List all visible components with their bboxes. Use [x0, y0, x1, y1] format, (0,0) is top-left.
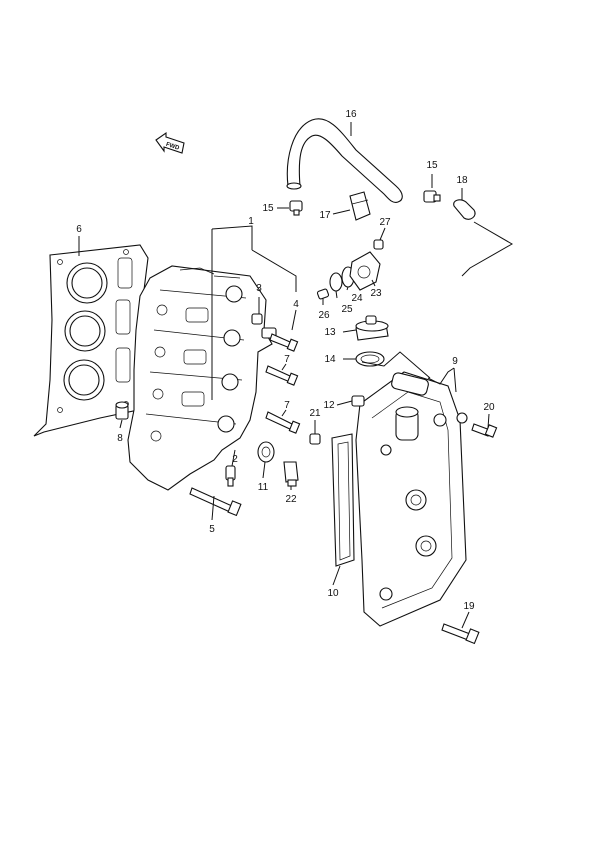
water-hose [286, 118, 403, 203]
callout-18: 18 [456, 175, 468, 186]
callout-15b: 15 [426, 160, 438, 171]
hose-fittings [289, 190, 476, 221]
callout-20: 20 [483, 402, 495, 413]
callout-23: 23 [370, 288, 382, 299]
callout-1: 1 [248, 216, 254, 227]
callout-27: 27 [379, 217, 391, 228]
callout-16: 16 [345, 109, 357, 120]
cover-gasket [331, 433, 355, 567]
callout-2: 2 [232, 454, 238, 465]
callout-26: 26 [318, 310, 330, 321]
callout-19: 19 [463, 601, 475, 612]
cylinder-head [127, 265, 273, 491]
callout-5: 5 [209, 524, 215, 535]
callout-24: 24 [351, 293, 363, 304]
callout-9: 9 [452, 356, 458, 367]
callout-3: 3 [256, 283, 262, 294]
callout-labels: 1 2 3 4 5 6 7 7 8 9 10 11 12 13 14 15 15… [76, 109, 495, 612]
callout-10: 10 [327, 588, 339, 599]
fwd-arrow: FWD [155, 131, 185, 154]
leader-lines [78, 122, 514, 629]
callout-6: 6 [76, 224, 82, 235]
cover-bolts [351, 395, 498, 645]
callout-4: 4 [293, 299, 299, 310]
callout-22: 22 [285, 494, 297, 505]
cylinder-head-cover [355, 371, 468, 627]
fwd-label: FWD [165, 142, 180, 152]
callout-7a: 7 [284, 354, 290, 365]
callout-7b: 7 [284, 400, 290, 411]
callout-14: 14 [324, 354, 336, 365]
callout-13: 13 [324, 327, 336, 338]
callout-12: 12 [323, 400, 335, 411]
callout-11: 11 [258, 482, 269, 493]
dowel-pin [115, 401, 129, 420]
callout-8: 8 [117, 433, 123, 444]
callout-21: 21 [309, 408, 321, 419]
callout-25: 25 [341, 304, 353, 315]
bolts [189, 333, 321, 517]
callout-15a: 15 [262, 203, 274, 214]
head-gasket [33, 244, 151, 437]
callout-17: 17 [319, 210, 331, 221]
